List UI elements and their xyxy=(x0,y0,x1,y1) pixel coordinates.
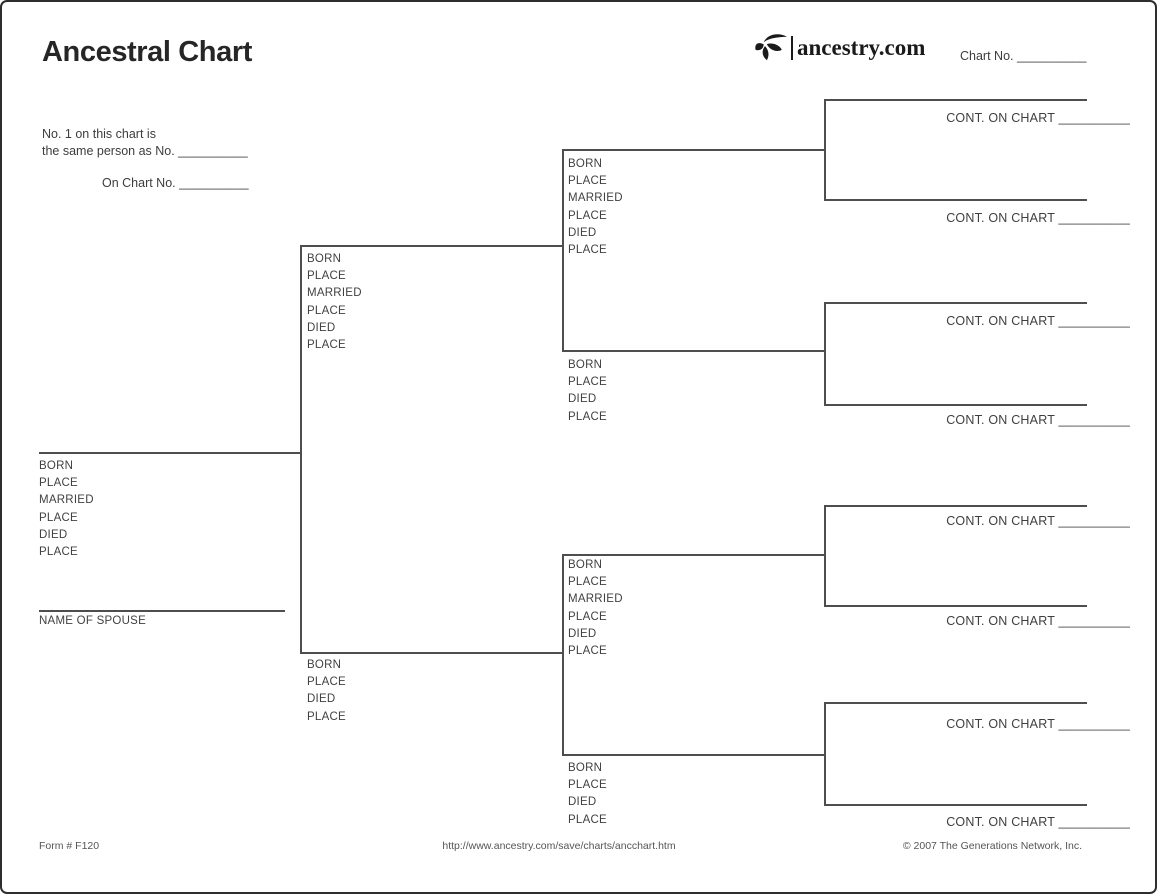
cont-on-chart-slot-4: CONT. ON CHART __________ xyxy=(946,413,1130,427)
spouse-label: NAME OF SPOUSE xyxy=(39,615,147,627)
field-label: PLACE xyxy=(39,477,78,490)
field-label: BORN xyxy=(568,359,603,371)
person-14-name-line xyxy=(824,702,1087,704)
form-url: http://www.ancestry.com/save/charts/ancc… xyxy=(442,840,676,852)
field-label: BORN xyxy=(568,158,603,170)
cont-on-chart-slot-3: CONT. ON CHART __________ xyxy=(946,314,1130,328)
ancestry-leaf-icon xyxy=(755,33,789,63)
reference-note-line1: No. 1 on this chart is xyxy=(42,127,156,141)
field-label: DIED xyxy=(568,226,597,239)
field-label: PLACE xyxy=(39,546,78,559)
field-label: PLACE xyxy=(568,376,607,389)
logo-divider xyxy=(791,36,793,60)
gen4-bracket-line-1 xyxy=(824,99,826,199)
field-label: DIED xyxy=(568,393,597,406)
person-2-father-name-line xyxy=(300,245,562,247)
person-9-name-line xyxy=(824,199,1087,201)
field-label: DIED xyxy=(568,627,597,640)
field-label: BORN xyxy=(568,559,603,571)
person-5-grandmother-field-labels: BORN PLACE DIED PLACE xyxy=(568,357,607,426)
field-label: PLACE xyxy=(568,576,607,589)
field-label: PLACE xyxy=(568,779,607,792)
person-6-grandfather-field-labels: BORN PLACE MARRIED PLACE DIED PLACE xyxy=(568,557,623,660)
form-number: Form # F120 xyxy=(39,840,100,852)
person-3-mother-field-labels: BORN PLACE DIED PLACE xyxy=(307,657,346,726)
field-label: PLACE xyxy=(568,610,607,623)
page-title: Ancestral Chart xyxy=(42,36,252,68)
person-10-name-line xyxy=(824,302,1087,304)
field-label: PLACE xyxy=(568,645,607,658)
gen3-maternal-bracket-line xyxy=(562,554,564,754)
field-label: MARRIED xyxy=(568,593,623,606)
person-11-name-line xyxy=(824,404,1087,406)
field-label: DIED xyxy=(568,796,597,809)
field-label: DIED xyxy=(307,321,336,334)
reference-note: No. 1 on this chart is the same person a… xyxy=(42,126,248,160)
field-label: DIED xyxy=(39,528,68,541)
person-7-grandmother-name-line xyxy=(562,754,824,756)
field-label: DIED xyxy=(307,693,336,706)
field-label: PLACE xyxy=(568,209,607,222)
person-2-father-field-labels: BORN PLACE MARRIED PLACE DIED PLACE xyxy=(307,251,362,354)
field-label: MARRIED xyxy=(307,287,362,300)
cont-on-chart-slot-2: CONT. ON CHART __________ xyxy=(946,211,1130,225)
field-label: BORN xyxy=(307,659,342,671)
cont-on-chart-slot-8: CONT. ON CHART __________ xyxy=(946,815,1130,829)
person-4-grandfather-name-line xyxy=(562,149,824,151)
person-8-name-line xyxy=(824,99,1087,101)
person-15-name-line xyxy=(824,804,1087,806)
field-label: PLACE xyxy=(568,410,607,423)
cont-on-chart-slot-6: CONT. ON CHART __________ xyxy=(946,614,1130,628)
field-label: PLACE xyxy=(307,270,346,283)
gen3-paternal-bracket-line xyxy=(562,149,564,350)
field-label: PLACE xyxy=(307,339,346,352)
field-label: BORN xyxy=(307,253,342,265)
person-6-grandfather-name-line xyxy=(562,554,824,556)
spouse-name-line xyxy=(39,610,285,612)
field-label: PLACE xyxy=(568,175,607,188)
ancestry-wordmark: ancestry.com xyxy=(797,35,926,60)
field-label: BORN xyxy=(39,460,74,472)
field-label: PLACE xyxy=(307,304,346,317)
gen4-bracket-line-3 xyxy=(824,505,826,605)
person-13-name-line xyxy=(824,605,1087,607)
reference-note-line2: the same person as No. __________ xyxy=(42,144,248,158)
field-label: PLACE xyxy=(307,676,346,689)
person-3-mother-name-line xyxy=(300,652,562,654)
person-4-grandfather-field-labels: BORN PLACE MARRIED PLACE DIED PLACE xyxy=(568,156,623,259)
field-label: PLACE xyxy=(39,511,78,524)
ancestry-logo: ancestry.com xyxy=(755,32,925,64)
cont-on-chart-slot-1: CONT. ON CHART __________ xyxy=(946,111,1130,125)
field-label: BORN xyxy=(568,762,603,774)
person-1-self-name-line xyxy=(39,452,300,454)
gen2-bracket-line xyxy=(300,245,302,652)
gen4-bracket-line-4 xyxy=(824,702,826,804)
field-label: PLACE xyxy=(307,710,346,723)
copyright-notice: © 2007 The Generations Network, Inc. xyxy=(902,840,1082,852)
person-5-grandmother-name-line xyxy=(562,350,824,352)
cont-on-chart-slot-7: CONT. ON CHART __________ xyxy=(946,717,1130,731)
cont-on-chart-slot-5: CONT. ON CHART __________ xyxy=(946,514,1130,528)
person-12-name-line xyxy=(824,505,1087,507)
person-7-grandmother-field-labels: BORN PLACE DIED PLACE xyxy=(568,760,607,829)
field-label: MARRIED xyxy=(568,192,623,205)
gen4-bracket-line-2 xyxy=(824,302,826,404)
field-label: PLACE xyxy=(568,813,607,826)
chart-no-field: Chart No. __________ xyxy=(960,49,1087,63)
person-1-self-field-labels: BORN PLACE MARRIED PLACE DIED PLACE xyxy=(39,458,94,561)
field-label: MARRIED xyxy=(39,494,94,507)
field-label: PLACE xyxy=(568,244,607,257)
reference-note-chart-no: On Chart No. __________ xyxy=(102,176,249,190)
